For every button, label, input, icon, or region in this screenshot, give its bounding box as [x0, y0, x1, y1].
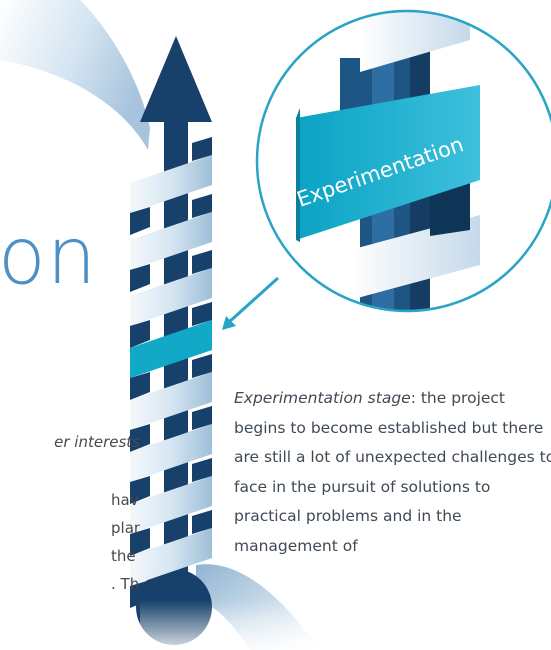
base-ball-icon [136, 569, 212, 645]
top-swoosh [0, 0, 150, 150]
ribbon-back-left [130, 476, 150, 504]
ribbon-back-right [192, 250, 212, 274]
ribbon-back-right [192, 354, 212, 378]
left-italic-text: er interests [54, 433, 140, 451]
ribbon-back-right [192, 510, 212, 534]
ribbon-band [130, 424, 212, 482]
ribbon-band-highlight [130, 320, 212, 378]
stage-name: Experimentation stage [234, 389, 411, 407]
bottom-swoosh [196, 564, 320, 650]
ribbon-back-right [192, 137, 212, 161]
ribbon-back-right [192, 406, 212, 430]
arrow-up-icon [140, 36, 212, 122]
ribbon-back-right [192, 194, 212, 218]
left-body-line: . This will [111, 575, 140, 593]
ribbon-band [130, 476, 212, 534]
ribbon-band [130, 372, 212, 430]
stage-description-text: : the project begins to become establish… [234, 389, 551, 555]
section-title-fragment: on [0, 212, 98, 302]
left-body-text: haviour​al plans will the . This will [0, 486, 140, 598]
ribbon-back-right [192, 302, 212, 326]
ribbon-band [130, 528, 212, 586]
ribbon-band [130, 212, 212, 270]
ribbon-band [130, 268, 212, 326]
left-body-line: plans will [111, 519, 140, 537]
callout-pointer [226, 276, 280, 325]
callout-arrow-icon [222, 316, 236, 330]
ribbon-back-left [130, 528, 150, 556]
ribbon-back-left [130, 320, 150, 348]
ribbon-back-left [130, 372, 150, 400]
zoom-callout: Experimentation [255, 9, 551, 313]
ribbon-band [130, 155, 212, 213]
left-italic-line: er interests [0, 428, 140, 456]
ribbon-back-left [130, 264, 150, 292]
ribbon-back-right [192, 458, 212, 482]
left-body-line: the [111, 547, 136, 565]
left-body-line: haviour​al [111, 491, 140, 509]
stage-description: Experimentation stage: the project begin… [234, 384, 551, 561]
ribbon-back-left [130, 424, 150, 452]
spiral-ribbon [130, 137, 212, 608]
ribbon-back-left [130, 207, 150, 235]
